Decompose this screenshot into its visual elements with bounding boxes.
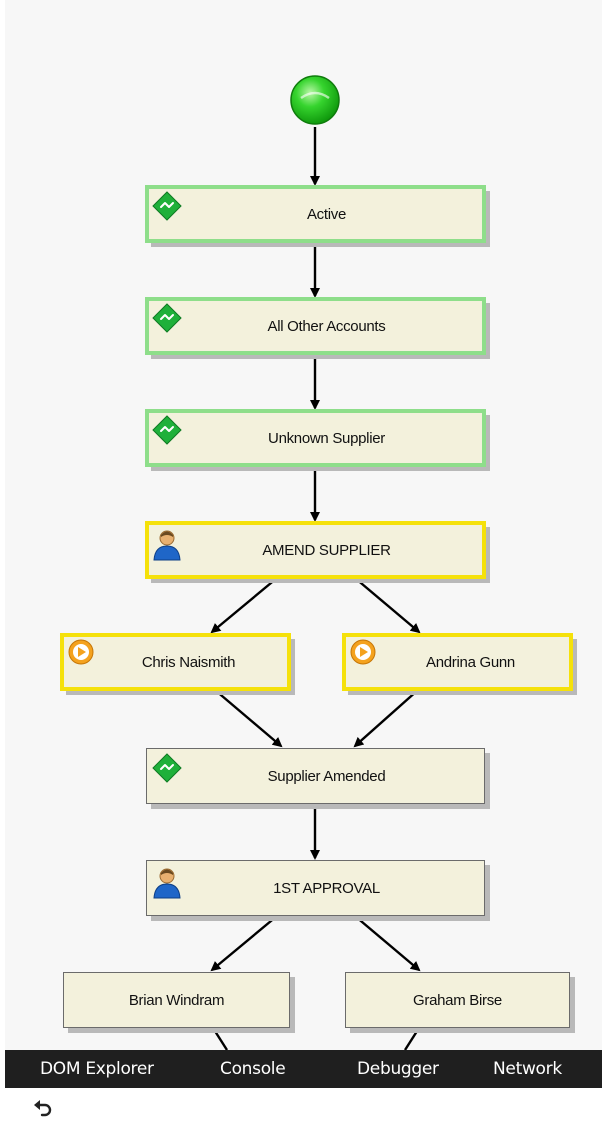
tab-console[interactable]: Console: [220, 1059, 286, 1079]
workflow-connectors: [210, 127, 421, 1050]
edge-approval-brian: [210, 915, 278, 972]
node-label: Graham Birse: [413, 991, 502, 1009]
workflow-node-first-approval[interactable]: 1ST APPROVAL: [146, 860, 485, 916]
edge-amend-chris: [210, 577, 278, 634]
node-label: Supplier Amended: [267, 767, 386, 785]
workflow-node-chris-naismith[interactable]: Chris Naismith: [60, 633, 291, 691]
node-label: Chris Naismith: [141, 653, 236, 671]
node-label: AMEND SUPPLIER: [262, 541, 391, 559]
edge-approval-graham: [354, 915, 421, 972]
play-circle-icon: [350, 639, 376, 670]
node-label: Unknown Supplier: [268, 429, 385, 447]
workflow-node-all-other-accounts[interactable]: All Other Accounts: [145, 297, 486, 355]
workflow-node-active[interactable]: Active: [145, 185, 486, 243]
edge-brian-out: [211, 1027, 229, 1050]
decision-diamond-icon: [152, 415, 182, 450]
tab-debugger[interactable]: Debugger: [357, 1059, 439, 1079]
workflow-node-graham-birse[interactable]: Graham Birse: [345, 972, 570, 1028]
workflow-node-amend-supplier[interactable]: AMEND SUPPLIER: [145, 521, 486, 579]
decision-diamond-icon: [152, 753, 182, 788]
user-icon: [152, 529, 182, 566]
workflow-node-unknown-supplier[interactable]: Unknown Supplier: [145, 409, 486, 467]
play-circle-icon: [68, 639, 94, 670]
node-label: Brian Windram: [128, 991, 225, 1009]
decision-diamond-icon: [152, 191, 182, 226]
start-circle-icon[interactable]: [289, 74, 341, 126]
workflow-node-brian-windram[interactable]: Brian Windram: [63, 972, 290, 1028]
edge-chris-supplieramended: [214, 689, 283, 748]
edge-amend-andrina: [354, 577, 421, 634]
undo-arrow-icon[interactable]: [32, 1098, 54, 1120]
node-label: Andrina Gunn: [426, 653, 515, 671]
decision-diamond-icon: [152, 303, 182, 338]
node-label: 1ST APPROVAL: [273, 879, 380, 897]
edge-andrina-supplieramended: [353, 689, 419, 748]
devtools-tab-bar: DOM Explorer Console Debugger Network: [5, 1050, 602, 1088]
tab-dom-explorer[interactable]: DOM Explorer: [40, 1059, 154, 1079]
user-icon: [152, 867, 182, 904]
workflow-node-supplier-amended[interactable]: Supplier Amended: [146, 748, 485, 804]
node-label: Active: [306, 205, 347, 223]
node-label: All Other Accounts: [267, 317, 386, 335]
workflow-node-andrina-gunn[interactable]: Andrina Gunn: [342, 633, 573, 691]
tab-network[interactable]: Network: [493, 1059, 562, 1079]
edge-graham-out: [403, 1027, 421, 1050]
